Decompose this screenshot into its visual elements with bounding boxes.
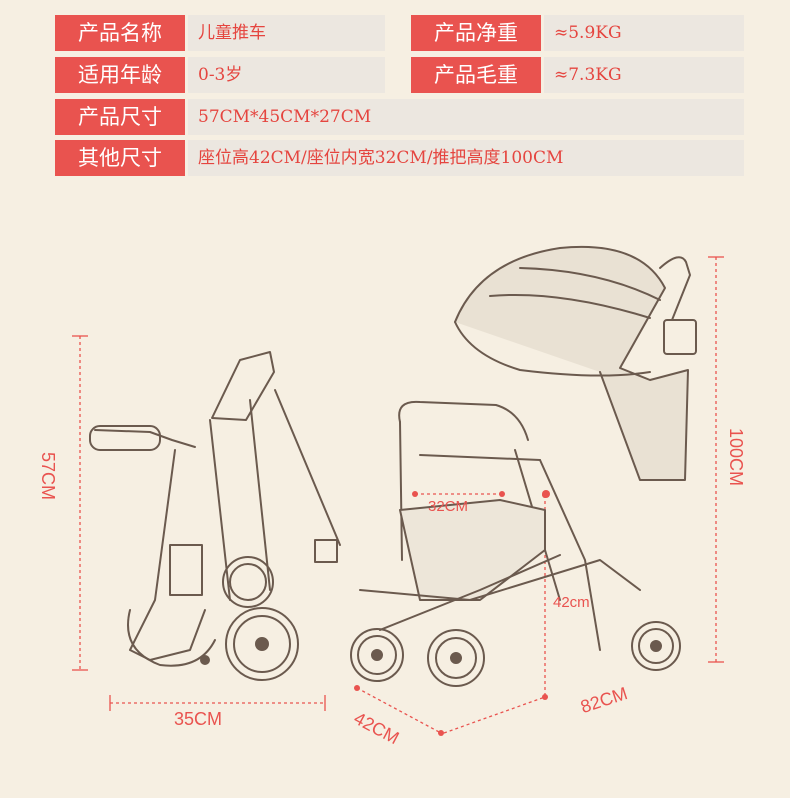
gross-weight-value: ≈7.3KG: [544, 57, 744, 93]
stroller-drawing: [350, 245, 697, 687]
dimension-lines: [72, 256, 724, 734]
net-weight-label: 产品净重: [411, 15, 541, 51]
product-size-value: 57CM*45CM*27CM: [188, 99, 744, 135]
spec-row-name-weight: 产品名称 儿童推车 产品净重 ≈5.9KG: [55, 15, 745, 51]
seat-height-label: 42cm: [553, 594, 590, 611]
folded-stroller-drawing: [89, 351, 341, 681]
spec-table: 产品名称 儿童推车 产品净重 ≈5.9KG 适用年龄 0-3岁 产品毛重 ≈7.…: [0, 0, 790, 190]
spec-row-size: 产品尺寸 57CM*45CM*27CM: [55, 99, 745, 135]
spec-row-other: 其他尺寸 座位高42CM/座位内宽32CM/推把高度100CM: [55, 140, 745, 176]
product-size-label: 产品尺寸: [55, 99, 185, 135]
other-size-label: 其他尺寸: [55, 140, 185, 176]
other-size-value: 座位高42CM/座位内宽32CM/推把高度100CM: [188, 140, 744, 176]
seat-width-label: 32CM: [428, 498, 469, 515]
age-range-label: 适用年龄: [55, 57, 185, 93]
gross-weight-label: 产品毛重: [411, 57, 541, 93]
folded-height-label: 57CM: [38, 452, 58, 501]
product-name-label: 产品名称: [55, 15, 185, 51]
product-name-value: 儿童推车: [188, 15, 385, 51]
net-weight-value: ≈5.9KG: [544, 15, 744, 51]
folded-width-label: 35CM: [174, 709, 223, 729]
spec-row-age-gross: 适用年龄 0-3岁 产品毛重 ≈7.3KG: [55, 57, 745, 93]
age-range-value: 0-3岁: [188, 57, 385, 93]
handle-height-label: 100CM: [726, 428, 746, 487]
